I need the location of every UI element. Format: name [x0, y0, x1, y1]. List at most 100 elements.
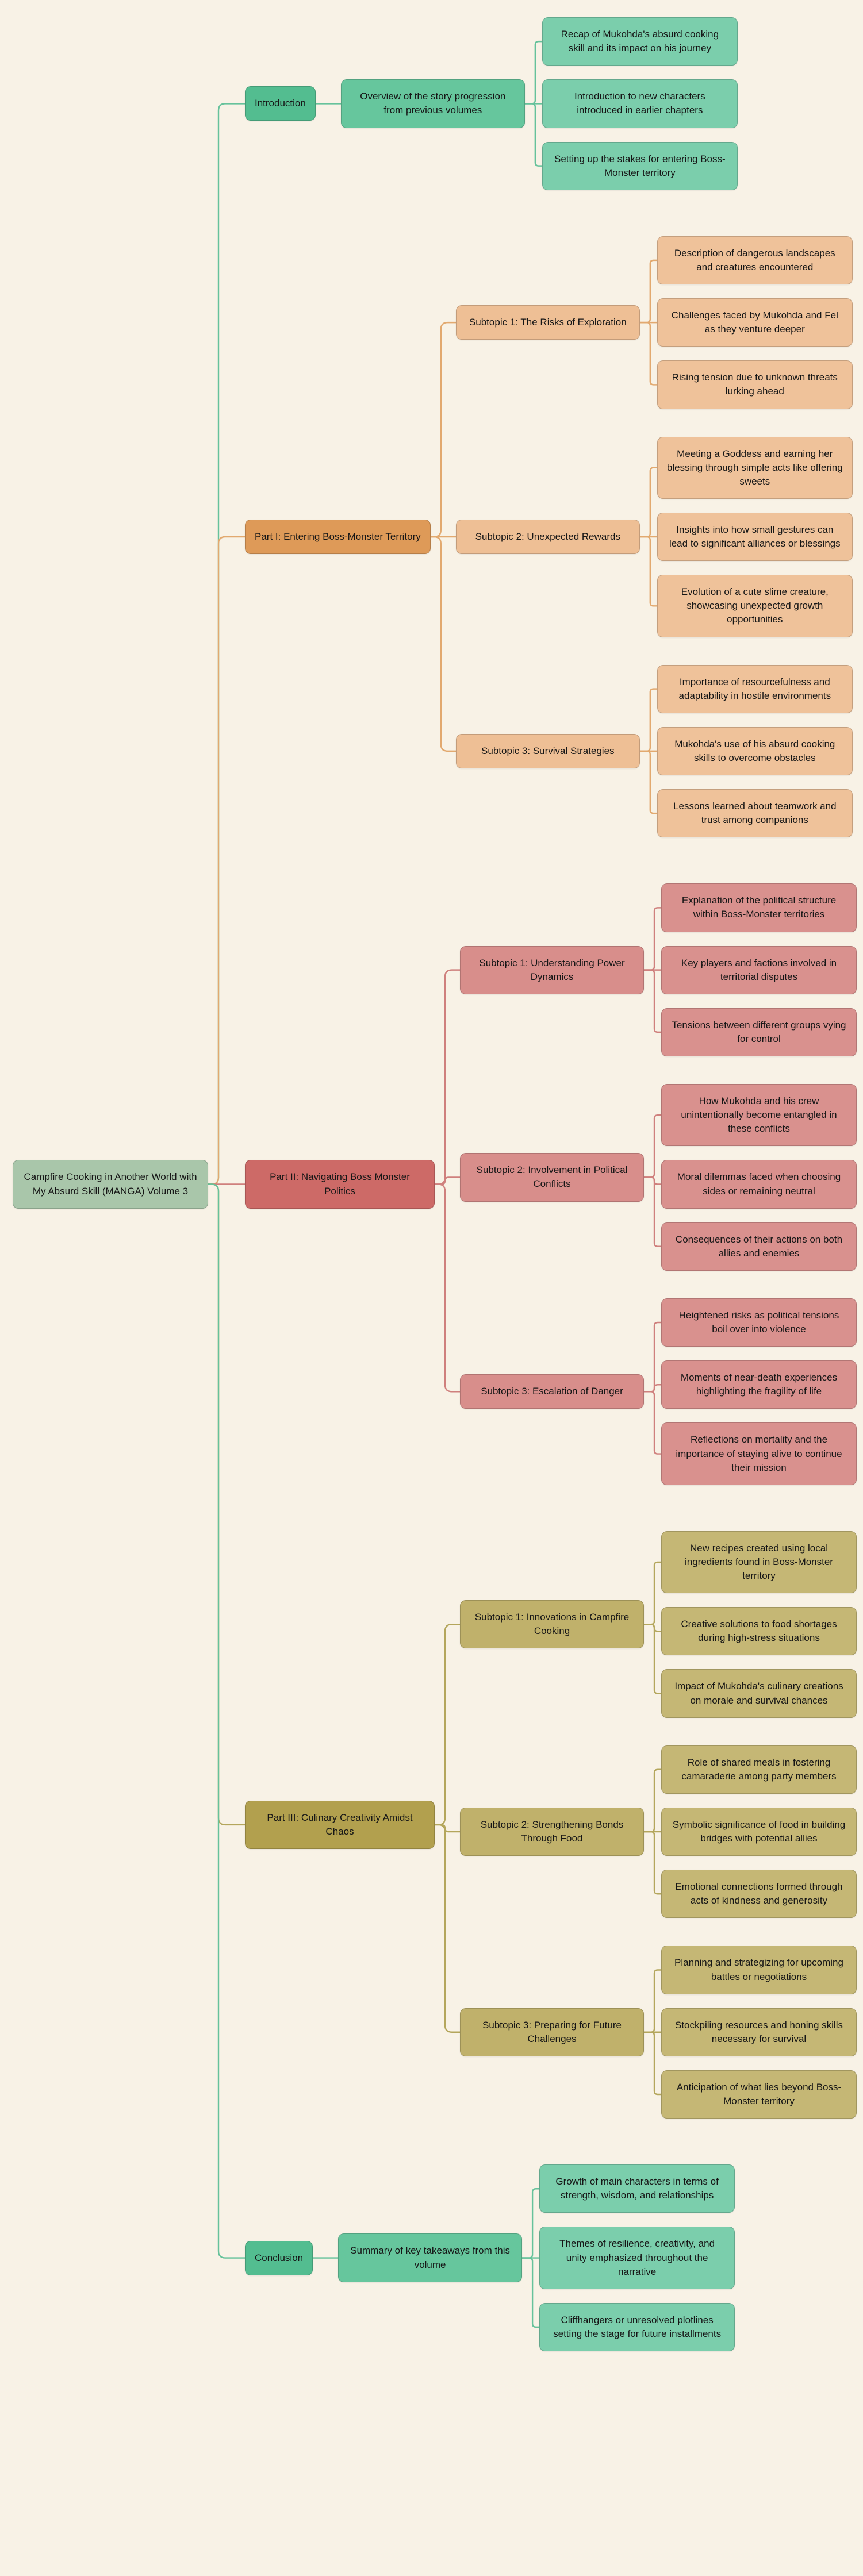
- branch-node[interactable]: Part III: Culinary Creativity Amidst Cha…: [245, 1800, 435, 1850]
- node-label: Consequences of their actions on both al…: [675, 1233, 843, 1259]
- leaf-node[interactable]: Introduction to new characters introduce…: [542, 79, 738, 128]
- node-label: Meeting a Goddess and earning her blessi…: [666, 448, 843, 487]
- mindmap-branch: Subtopic 2: Involvement in Political Con…: [460, 1084, 857, 1271]
- leaf-node[interactable]: Insights into how small gestures can lea…: [657, 512, 853, 562]
- node-label: Lessons learned about teamwork and trust…: [673, 801, 837, 826]
- subtopic-node[interactable]: Overview of the story progression from p…: [340, 79, 525, 128]
- node-label: Role of shared meals in fostering camara…: [681, 1756, 837, 1782]
- leaf-node[interactable]: How Mukohda and his crew unintentionally…: [661, 1084, 857, 1147]
- leaf-node[interactable]: Heightened risks as political tensions b…: [661, 1298, 857, 1347]
- node-label: Planning and strategizing for upcoming b…: [674, 1957, 843, 1982]
- node-label: Moments of near-death experiences highli…: [680, 1372, 838, 1397]
- node-label: Importance of resourcefulness and adapta…: [678, 676, 831, 701]
- mindmap-branch: Explanation of the political structure w…: [661, 883, 857, 932]
- children-group: Overview of the story progression from p…: [340, 17, 738, 190]
- subtopic-node[interactable]: Subtopic 1: Understanding Power Dynamics: [460, 945, 644, 994]
- leaf-node[interactable]: Challenges faced by Mukohda and Fel as t…: [657, 298, 853, 347]
- node-label: Subtopic 1: The Risks of Exploration: [469, 317, 627, 328]
- mindmap-branch: Introduction to new characters introduce…: [542, 79, 738, 128]
- mindmap-branch: Tensions between different groups vying …: [661, 1008, 857, 1056]
- subtopic-node[interactable]: Subtopic 3: Survival Strategies: [455, 733, 640, 768]
- leaf-node[interactable]: Growth of main characters in terms of st…: [539, 2164, 735, 2213]
- leaf-node[interactable]: Explanation of the political structure w…: [661, 883, 857, 932]
- leaf-node[interactable]: Importance of resourcefulness and adapta…: [657, 664, 853, 713]
- leaf-node[interactable]: Emotional connections formed through act…: [661, 1870, 857, 1918]
- branch-node[interactable]: Introduction: [245, 86, 316, 121]
- mindmap-branch: Insights into how small gestures can lea…: [657, 512, 853, 562]
- mindmap-root-branch: Campfire Cooking in Another World with M…: [13, 17, 857, 2351]
- leaf-node[interactable]: Moments of near-death experiences highli…: [661, 1360, 857, 1409]
- node-label: New recipes created using local ingredie…: [685, 1542, 833, 1581]
- mindmap-branch: Importance of resourcefulness and adapta…: [657, 664, 853, 713]
- leaf-node[interactable]: Tensions between different groups vying …: [661, 1008, 857, 1056]
- root-node[interactable]: Campfire Cooking in Another World with M…: [13, 1160, 208, 1209]
- subtopic-node[interactable]: Subtopic 2: Involvement in Political Con…: [460, 1153, 644, 1202]
- branch-node[interactable]: Part I: Entering Boss-Monster Territory: [245, 519, 431, 555]
- leaf-node[interactable]: Role of shared meals in fostering camara…: [661, 1745, 857, 1794]
- node-label: Recap of Mukohda's absurd cooking skill …: [561, 29, 719, 54]
- node-label: Cliffhangers or unresolved plotlines set…: [553, 2314, 722, 2339]
- mindmap-branch: Planning and strategizing for upcoming b…: [661, 1946, 857, 1994]
- leaf-node[interactable]: New recipes created using local ingredie…: [661, 1531, 857, 1594]
- leaf-node[interactable]: Mukohda's use of his absurd cooking skil…: [657, 726, 853, 775]
- node-label: Symbolic significance of food in buildin…: [672, 1818, 846, 1844]
- children-group: Subtopic 1: The Risks of Exploration Desc…: [455, 236, 853, 838]
- node-label: Moral dilemmas faced when choosing sides…: [677, 1171, 841, 1197]
- leaf-node[interactable]: Key players and factions involved in ter…: [661, 945, 857, 994]
- leaf-node[interactable]: Recap of Mukohda's absurd cooking skill …: [542, 17, 738, 66]
- leaf-node[interactable]: Themes of resilience, creativity, and un…: [539, 2227, 735, 2289]
- mindmap-branch: Themes of resilience, creativity, and un…: [539, 2227, 735, 2289]
- mindmap-branch: Subtopic 1: The Risks of Exploration Desc…: [455, 236, 853, 409]
- leaf-node[interactable]: Description of dangerous landscapes and …: [657, 236, 853, 284]
- leaf-node[interactable]: Anticipation of what lies beyond Boss-Mo…: [661, 2070, 857, 2119]
- leaf-node[interactable]: Setting up the stakes for entering Boss-…: [542, 141, 738, 190]
- mindmap-branch: Summary of key takeaways from this volum…: [338, 2164, 735, 2351]
- subtopic-node[interactable]: Subtopic 2: Unexpected Rewards: [455, 519, 640, 555]
- subtopic-node[interactable]: Subtopic 1: The Risks of Exploration: [455, 305, 640, 340]
- leaf-node[interactable]: Symbolic significance of food in buildin…: [661, 1807, 857, 1856]
- node-label: Description of dangerous landscapes and …: [674, 247, 835, 272]
- leaf-node[interactable]: Evolution of a cute slime creature, show…: [657, 575, 853, 637]
- mindmap-branch: Subtopic 2: Strengthening Bonds Through …: [460, 1745, 857, 1918]
- mindmap-branch: Reflections on mortality and the importa…: [661, 1422, 857, 1485]
- leaf-node[interactable]: Reflections on mortality and the importa…: [661, 1422, 857, 1485]
- subtopic-node[interactable]: Subtopic 3: Escalation of Danger: [460, 1374, 644, 1409]
- node-label: Subtopic 3: Escalation of Danger: [481, 1386, 623, 1397]
- node-label: Introduction to new characters introduce…: [574, 91, 705, 116]
- branch-node[interactable]: Conclusion: [245, 2240, 313, 2275]
- branch-node[interactable]: Part II: Navigating Boss Monster Politic…: [245, 1160, 435, 1209]
- children-group: Heightened risks as political tensions b…: [661, 1298, 857, 1485]
- leaf-node[interactable]: Planning and strategizing for upcoming b…: [661, 1946, 857, 1994]
- children-group: Meeting a Goddess and earning her blessi…: [657, 436, 853, 637]
- leaf-node[interactable]: Lessons learned about teamwork and trust…: [657, 789, 853, 838]
- leaf-node[interactable]: Meeting a Goddess and earning her blessi…: [657, 436, 853, 499]
- leaf-node[interactable]: Stockpiling resources and honing skills …: [661, 2008, 857, 2056]
- children-group: Planning and strategizing for upcoming b…: [661, 1946, 857, 2119]
- leaf-node[interactable]: Cliffhangers or unresolved plotlines set…: [539, 2302, 735, 2351]
- leaf-node[interactable]: Rising tension due to unknown threats lu…: [657, 360, 853, 409]
- mindmap-branch: Recap of Mukohda's absurd cooking skill …: [542, 17, 738, 66]
- node-label: Overview of the story progression from p…: [360, 91, 506, 116]
- children-group: Introduction Overview of the story progre…: [245, 17, 857, 2351]
- leaf-node[interactable]: Creative solutions to food shortages dur…: [661, 1607, 857, 1656]
- subtopic-node[interactable]: Summary of key takeaways from this volum…: [338, 2233, 523, 2282]
- mindmap-branch: Moments of near-death experiences highli…: [661, 1360, 857, 1409]
- node-label: Challenges faced by Mukohda and Fel as t…: [671, 310, 838, 335]
- leaf-node[interactable]: Moral dilemmas faced when choosing sides…: [661, 1160, 857, 1209]
- mindmap-branch: New recipes created using local ingredie…: [661, 1531, 857, 1594]
- subtopic-node[interactable]: Subtopic 3: Preparing for Future Challen…: [460, 2008, 644, 2056]
- leaf-node[interactable]: Impact of Mukohda's culinary creations o…: [661, 1669, 857, 1718]
- mindmap-branch: Subtopic 1: Innovations in Campfire Cook…: [460, 1531, 857, 1718]
- subtopic-node[interactable]: Subtopic 1: Innovations in Campfire Cook…: [460, 1600, 644, 1649]
- mindmap-branch: Subtopic 3: Preparing for Future Challen…: [460, 1946, 857, 2119]
- mindmap-branch: Description of dangerous landscapes and …: [657, 236, 853, 284]
- node-label: Themes of resilience, creativity, and un…: [559, 2238, 715, 2277]
- children-group: Recap of Mukohda's absurd cooking skill …: [542, 17, 738, 190]
- subtopic-node[interactable]: Subtopic 2: Strengthening Bonds Through …: [460, 1807, 644, 1856]
- mindmap-branch: Stockpiling resources and honing skills …: [661, 2008, 857, 2056]
- node-label: Growth of main characters in terms of st…: [555, 2176, 719, 2201]
- node-label: Subtopic 3: Preparing for Future Challen…: [482, 2019, 622, 2044]
- mindmap-branch: Symbolic significance of food in buildin…: [661, 1807, 857, 1856]
- leaf-node[interactable]: Consequences of their actions on both al…: [661, 1222, 857, 1271]
- mindmap-branch: Conclusion Summary of key takeaways from …: [245, 2164, 857, 2351]
